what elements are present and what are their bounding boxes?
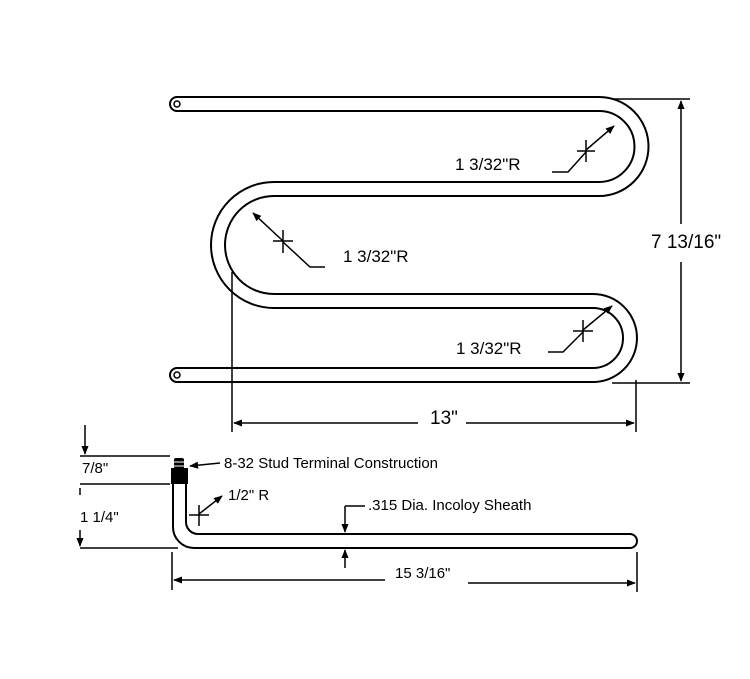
radius-label-2: 1 3/32"R bbox=[343, 247, 409, 266]
side-tube bbox=[172, 484, 638, 549]
terminal-label: 8-32 Stud Terminal Construction bbox=[224, 455, 438, 472]
radius-callout-1 bbox=[552, 125, 615, 173]
sheath-diameter-callout bbox=[341, 505, 365, 568]
radius-label-1: 1 3/32"R bbox=[455, 155, 521, 174]
bend-radius-callout bbox=[189, 495, 223, 526]
length-dimension bbox=[171, 552, 638, 592]
sheath-label: .315 Dia. Incoloy Sheath bbox=[368, 497, 531, 514]
rise-dimension bbox=[76, 530, 178, 549]
rise-dim-label: 1 1/4" bbox=[80, 509, 119, 526]
height-dimension bbox=[612, 98, 690, 384]
serpentine-tube bbox=[169, 96, 650, 383]
terminal-height-dimension bbox=[79, 425, 170, 495]
width-dim-label: 13" bbox=[430, 408, 458, 429]
radius-callout-2 bbox=[252, 212, 325, 268]
width-dimension bbox=[231, 272, 637, 432]
bend-radius-label: 1/2" R bbox=[228, 487, 269, 504]
terminal-height-dim-label: 7/8" bbox=[82, 460, 108, 477]
height-dim-label: 7 13/16" bbox=[651, 232, 721, 253]
terminal-leader bbox=[189, 461, 221, 469]
tube-end-terminal-bottom bbox=[173, 371, 181, 379]
length-dim-label: 15 3/16" bbox=[395, 565, 450, 582]
tube-end-terminal-top bbox=[173, 100, 181, 108]
stud-terminal-icon bbox=[171, 458, 188, 484]
radius-callout-3 bbox=[548, 305, 613, 353]
radius-label-3: 1 3/32"R bbox=[456, 339, 522, 358]
